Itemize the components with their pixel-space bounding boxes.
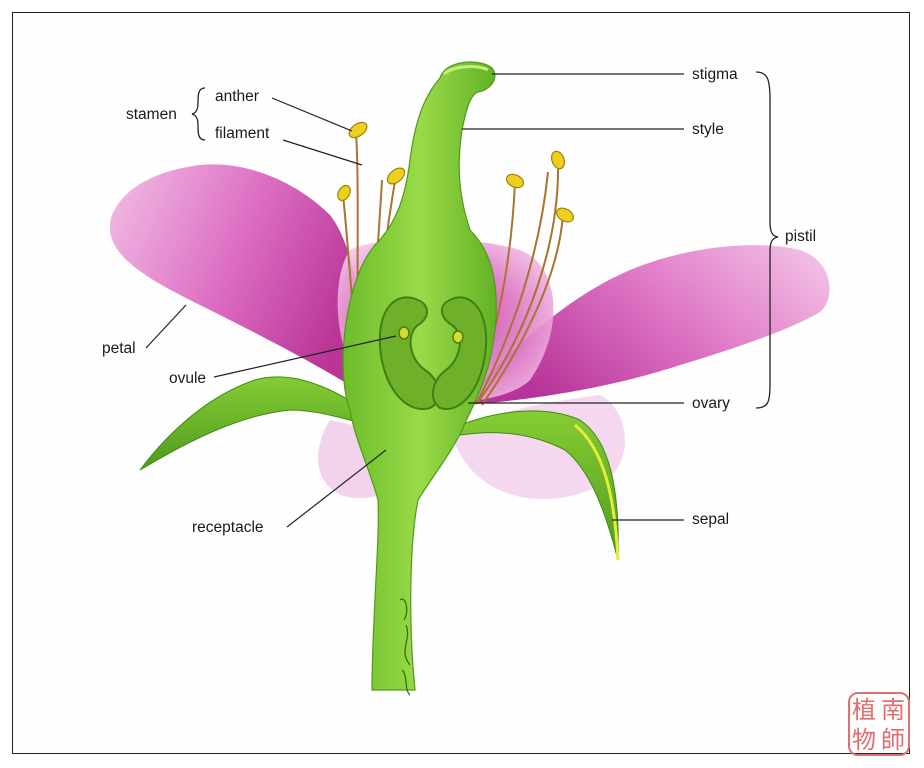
label-stigma: stigma: [692, 66, 738, 83]
label-ovary: ovary: [692, 395, 730, 412]
stigma-highlight: [442, 65, 489, 76]
seal-char: 南: [881, 696, 905, 724]
label-petal: petal: [102, 340, 136, 357]
label-anther: anther: [215, 88, 259, 105]
label-pistil: pistil: [785, 228, 817, 245]
sepal-left: [139, 376, 373, 471]
label-receptacle: receptacle: [192, 519, 264, 536]
artist-signature: [399, 598, 411, 696]
red-seal-stamp: 南 師 植 物: [848, 692, 910, 756]
anthers: [337, 121, 574, 223]
sepal-right-edge: [574, 423, 620, 561]
petal-right: [462, 245, 830, 405]
ovules: [398, 326, 464, 344]
seal-char: 物: [852, 726, 876, 754]
label-sepal: sepal: [692, 511, 730, 528]
petal-left: [109, 164, 372, 400]
pistil-brace: [755, 71, 779, 409]
leader-lines: [145, 73, 684, 528]
label-stamen: stamen: [126, 106, 177, 123]
ovary-locule-right: [431, 296, 488, 411]
label-style: style: [692, 121, 724, 138]
seal-char: 師: [881, 726, 905, 754]
label-filament: filament: [215, 125, 270, 142]
stamen-brace: [191, 87, 206, 141]
label-ovule: ovule: [169, 370, 207, 387]
seal-char: 植: [852, 696, 876, 724]
